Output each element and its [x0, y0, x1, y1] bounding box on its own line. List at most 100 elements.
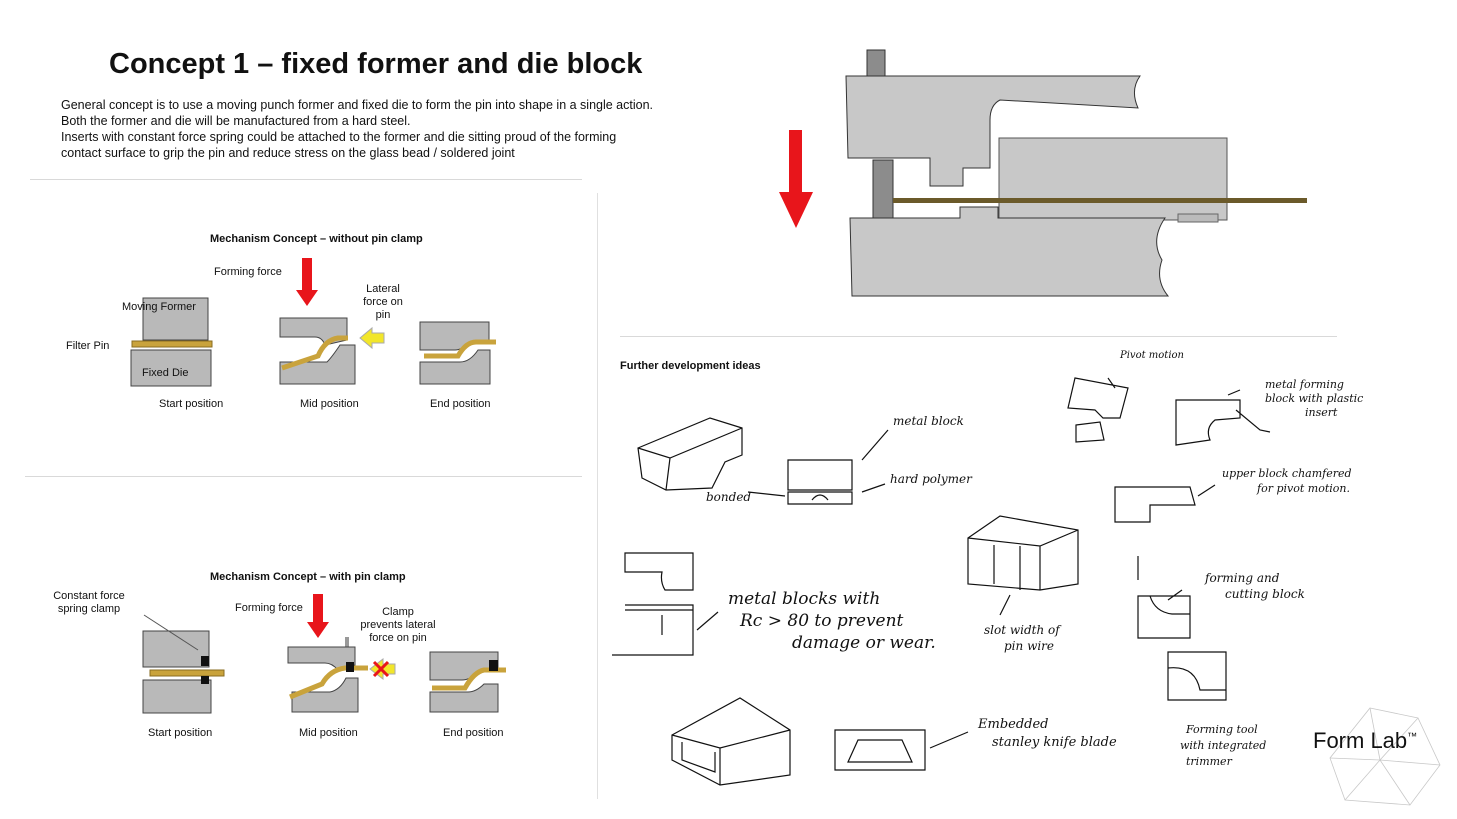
sketch-forming-cutting: [1137, 556, 1191, 639]
mech1-start-former: [142, 297, 209, 341]
sketch-pivot-block: [1067, 377, 1129, 443]
intro-line-3: Inserts with constant force spring could…: [61, 130, 617, 144]
mech2-clamp-line-3: force on pin: [369, 632, 427, 644]
note-slot-line-1: slot width of: [984, 623, 1060, 637]
mech1-lateral-label: Lateral force on pin: [355, 283, 411, 322]
mech2-end-label: End position: [443, 727, 504, 739]
mech1-start-pin: [131, 340, 213, 348]
sketch-insert-block: [1175, 389, 1271, 446]
mech1-title: Mechanism Concept – without pin clamp: [210, 233, 423, 245]
note-forming-cutting-line-2: cutting block: [1225, 587, 1305, 601]
mech1-end-pin: [424, 339, 496, 359]
note-rc-line-2: Rc > 80 to prevent: [740, 611, 904, 631]
mech2-start-die: [142, 679, 212, 714]
note-embedded-blade: Embedded stanley knife blade: [978, 716, 1117, 752]
intro-line-1: General concept is to use a moving punch…: [61, 98, 654, 112]
mech1-lateral-arrow: [359, 326, 385, 350]
intro-line-2: Both the former and die will be manufact…: [61, 114, 411, 128]
brand-name: Form Lab: [1313, 728, 1408, 753]
divider-vertical: [597, 193, 598, 799]
note-metal-blocks-rc: metal blocks with Rc > 80 to prevent dam…: [728, 588, 936, 654]
divider-top: [30, 179, 582, 180]
sketch-upper-former: [845, 75, 1141, 187]
further-title: Further development ideas: [620, 360, 761, 372]
mech1-diagrams: [130, 258, 496, 387]
note-slot-width: slot width of pin wire: [984, 622, 1060, 654]
mech2-clamp-line-2: prevents lateral: [360, 619, 436, 631]
mech1-end-die: [419, 349, 491, 385]
note-metal-forming: metal forming block with plastic insert: [1265, 378, 1405, 420]
intro-line-4: contact surface to grip the pin and redu…: [61, 146, 515, 160]
mech2-mid-die: [291, 677, 359, 713]
mech2-title: Mechanism Concept – with pin clamp: [210, 571, 406, 583]
sketch-blade-box: [671, 697, 791, 786]
sketch-top-post: [866, 49, 886, 77]
note-slot-line-2: pin wire: [1004, 639, 1055, 653]
sketch-lower-die: [849, 206, 1170, 297]
main-sketch: [779, 49, 1307, 297]
mech1-moving-former-label: Moving Former: [122, 301, 196, 313]
note-tool-line-1: Forming tool: [1186, 723, 1258, 736]
sketch-leader-rc: [696, 611, 719, 631]
sketch-force-arrow: [779, 130, 813, 228]
page-title: Concept 1 – fixed former and die block: [109, 48, 643, 80]
mech2-start-pin: [149, 669, 225, 677]
mech2-start-label: Start position: [148, 727, 213, 739]
idea-sketches: [612, 377, 1271, 786]
mech2-force-arrow: [307, 594, 329, 638]
mech2-mid-pin-tip: [345, 637, 349, 649]
note-blade-line-2: stanley knife blade: [992, 735, 1117, 750]
sketch-pin: [893, 198, 1307, 203]
sketch-leader-blade: [929, 731, 969, 749]
mech1-start-label: Start position: [159, 398, 224, 410]
mech2-start-clamp-lower: [201, 676, 209, 684]
mech1-fixed-die-label: Fixed Die: [142, 367, 189, 379]
sketch-metal-block: [787, 459, 853, 505]
sketch-clamp-block: [998, 137, 1228, 221]
mech2-clamp-leader: [143, 614, 199, 651]
note-chamfered-line-1: upper block chamfered: [1222, 467, 1352, 480]
mech2-start-former: [142, 630, 210, 668]
divider-right: [620, 336, 1337, 337]
mech1-filter-pin-label: Filter Pin: [66, 340, 110, 352]
sketch-guide-post: [872, 159, 894, 219]
mech1-lateral-line-2: force on: [363, 296, 403, 308]
note-chamfered-line-2: for pivot motion.: [1257, 482, 1350, 495]
mech2-forming-force-label: Forming force: [235, 602, 303, 614]
mech1-end-former: [419, 321, 490, 351]
mech1-mid-die: [279, 344, 356, 385]
mech2-spring-label: Constant force spring clamp: [44, 590, 134, 616]
mech2-end-clamp: [489, 660, 498, 671]
mech2-mid-clamp: [346, 662, 354, 672]
sketch-3d-block: [637, 417, 743, 491]
mech1-force-arrow: [296, 258, 318, 306]
mech2-end-pin: [432, 667, 506, 691]
note-forming-tool: Forming tool with integrated trimmer: [1180, 722, 1266, 770]
note-tool-line-2: with integrated: [1180, 739, 1267, 752]
note-bonded: bonded: [706, 490, 752, 504]
note-forming-cutting: forming and cutting block: [1205, 570, 1305, 602]
mech2-start-clamp: [201, 656, 209, 666]
mech2-cross-icon: [372, 660, 390, 678]
sketch-spring: [1177, 213, 1219, 223]
note-metal-forming-line-3: insert: [1305, 406, 1338, 419]
brand-logo: Form Lab™: [1313, 728, 1417, 754]
mech1-lateral-line-3: pin: [375, 309, 391, 321]
mech2-end-former: [429, 651, 499, 681]
divider-middle: [25, 476, 582, 477]
brand-trademark: ™: [1407, 731, 1418, 743]
mech2-clamp-line-1: Clamp: [382, 606, 414, 618]
sketch-slot-block: [967, 515, 1079, 591]
note-pivot-motion: Pivot motion: [1120, 350, 1184, 361]
mech2-spring-line-2: spring clamp: [57, 603, 121, 615]
mech2-mid-pin: [289, 665, 368, 700]
note-tool-line-3: trimmer: [1186, 755, 1232, 768]
note-metal-forming-line-2: block with plastic: [1265, 392, 1364, 405]
mech1-lateral-line-1: Lateral: [366, 283, 400, 295]
mech2-diagrams: [142, 594, 506, 714]
sketch-leaders-1: [747, 429, 889, 497]
mech1-forming-force-label: Forming force: [214, 266, 282, 278]
mech2-clamp-note: Clamp prevents lateral force on pin: [360, 606, 436, 645]
note-rc-line-1: metal blocks with: [728, 589, 881, 609]
